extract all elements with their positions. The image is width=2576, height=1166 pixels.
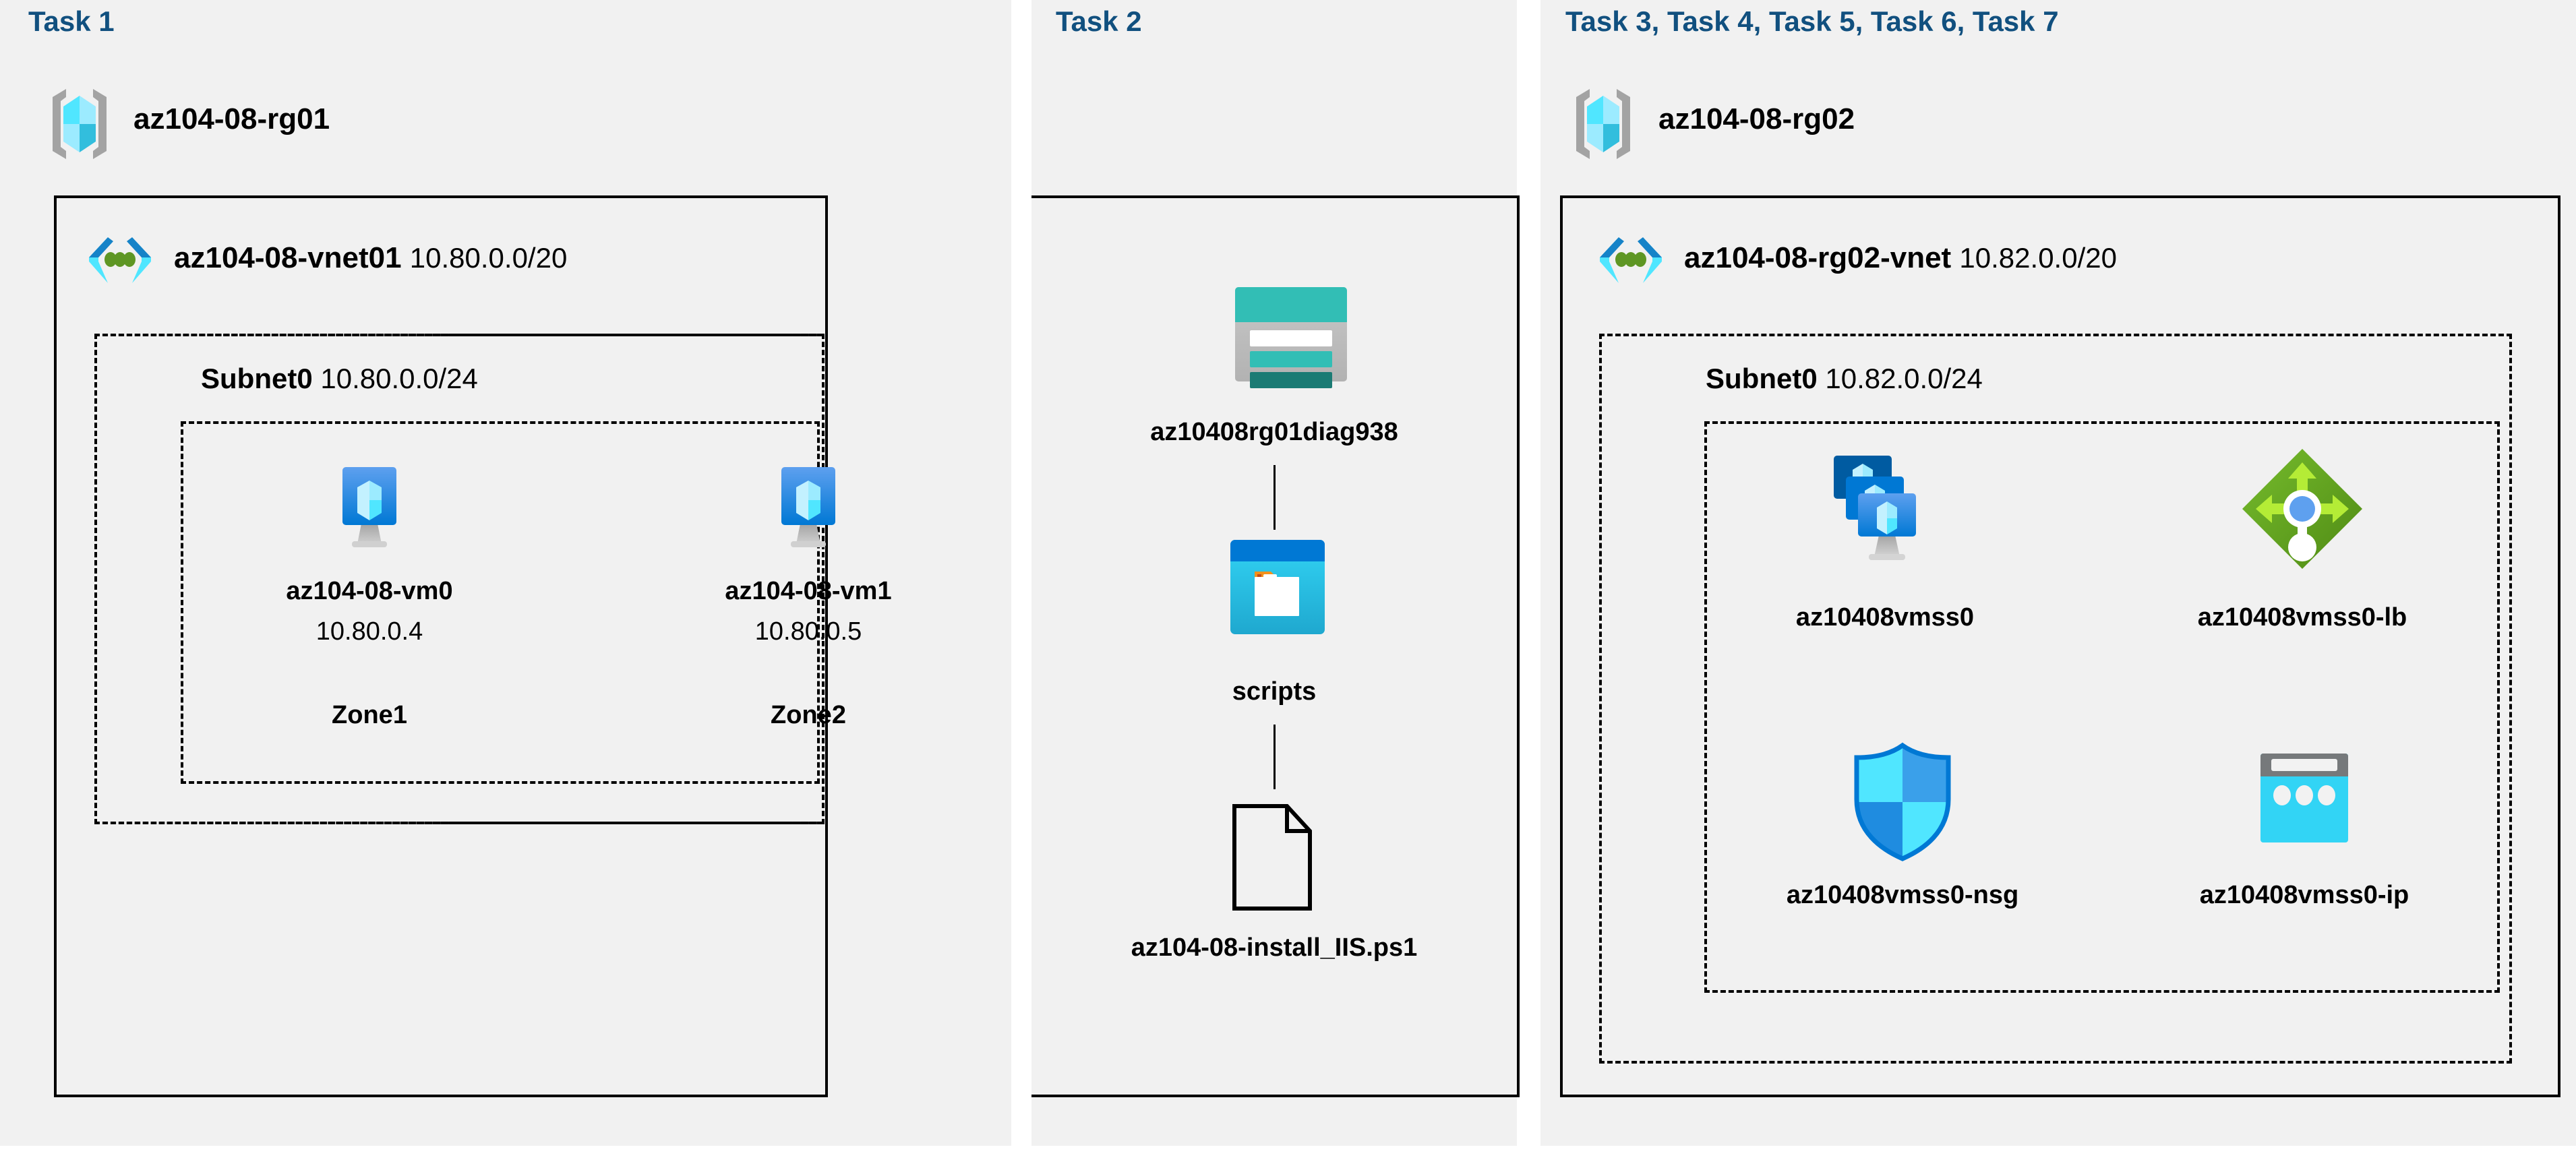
task3-vnet-box <box>1560 195 2560 1097</box>
task1-zones-box <box>181 421 820 784</box>
vm-scale-set-icon <box>1822 452 1950 580</box>
task1-subnet-box-visual <box>94 334 825 824</box>
task2-heading: Task 2 <box>1056 5 1142 37</box>
task1-vnet-name: az104-08-vnet01 <box>174 241 410 274</box>
task3-ip-name: az10408vmss0-ip <box>2199 881 2409 909</box>
task1-panel <box>0 0 1011 1146</box>
task1-vm0-ip: 10.80.0.4 <box>316 617 423 646</box>
task3-resource-group-label: az104-08-rg02 <box>1658 102 1855 135</box>
task3-panel <box>1540 0 2576 1146</box>
task1-vm1-name: az104-08-vm1 <box>725 577 892 605</box>
public-ip-address-icon <box>2254 749 2355 851</box>
task3-subnet-box <box>1599 334 2512 1064</box>
task2-storage-account-name: az10408rg01diag938 <box>1150 418 1398 446</box>
task1-subnet-label: Subnet0 10.80.0.0/24 <box>201 363 478 395</box>
task1-vm0-name: az104-08-vm0 <box>286 577 453 605</box>
virtual-network-icon <box>1593 235 1669 286</box>
storage-account-icon <box>1227 270 1355 398</box>
resource-group-icon <box>46 86 113 162</box>
load-balancer-icon <box>2238 445 2366 573</box>
task1-vm0-zone: Zone1 <box>332 701 407 729</box>
task1-subnet-name: Subnet0 <box>201 363 321 394</box>
task3-subnet-name: Subnet0 <box>1706 363 1826 394</box>
task2-scope-box <box>1031 195 1520 1097</box>
task3-vnet-cidr: 10.82.0.0/20 <box>1959 242 2117 274</box>
virtual-machine-icon <box>326 462 413 556</box>
virtual-machine-icon <box>765 462 851 556</box>
task3-vnet-name: az104-08-rg02-vnet <box>1684 241 1960 274</box>
task3-resources-box <box>1704 421 2500 993</box>
task3-heading: Task 3, Task 4, Task 5, Task 6, Task 7 <box>1565 5 2059 37</box>
task1-vnet-box <box>54 195 828 1097</box>
task3-subnet-label: Subnet0 10.82.0.0/24 <box>1706 363 1983 395</box>
task2-container-name: scripts <box>1232 677 1317 706</box>
task3-subnet-cidr: 10.82.0.0/24 <box>1825 363 1983 394</box>
blob-container-icon <box>1227 538 1328 639</box>
task2-file-name: az104-08-install_IIS.ps1 <box>1131 933 1418 962</box>
task1-heading: Task 1 <box>28 5 115 37</box>
task1-subnet-cidr: 10.80.0.0/24 <box>320 363 478 394</box>
virtual-network-icon <box>82 235 158 286</box>
task1-resource-group-label: az104-08-rg01 <box>133 102 330 135</box>
connector-storage-to-container <box>1274 465 1276 530</box>
task3-vnet-label: az104-08-rg02-vnet 10.82.0.0/20 <box>1684 241 2117 275</box>
task3-nsg-name: az10408vmss0-nsg <box>1786 881 2019 909</box>
file-document-icon <box>1232 803 1319 911</box>
task1-vm1-zone: Zone2 <box>771 701 846 729</box>
task3-vmss-name: az10408vmss0 <box>1795 603 1975 632</box>
task1-vm1-ip: 10.80.0.5 <box>754 617 862 646</box>
resource-group-icon <box>1569 86 1637 162</box>
network-security-group-icon <box>1849 741 1956 863</box>
task3-lb-name: az10408vmss0-lb <box>2197 603 2407 632</box>
task1-vnet-label: az104-08-vnet01 10.80.0.0/20 <box>174 241 567 275</box>
task1-vnet-cidr: 10.80.0.0/20 <box>409 242 568 274</box>
connector-container-to-file <box>1274 725 1276 789</box>
